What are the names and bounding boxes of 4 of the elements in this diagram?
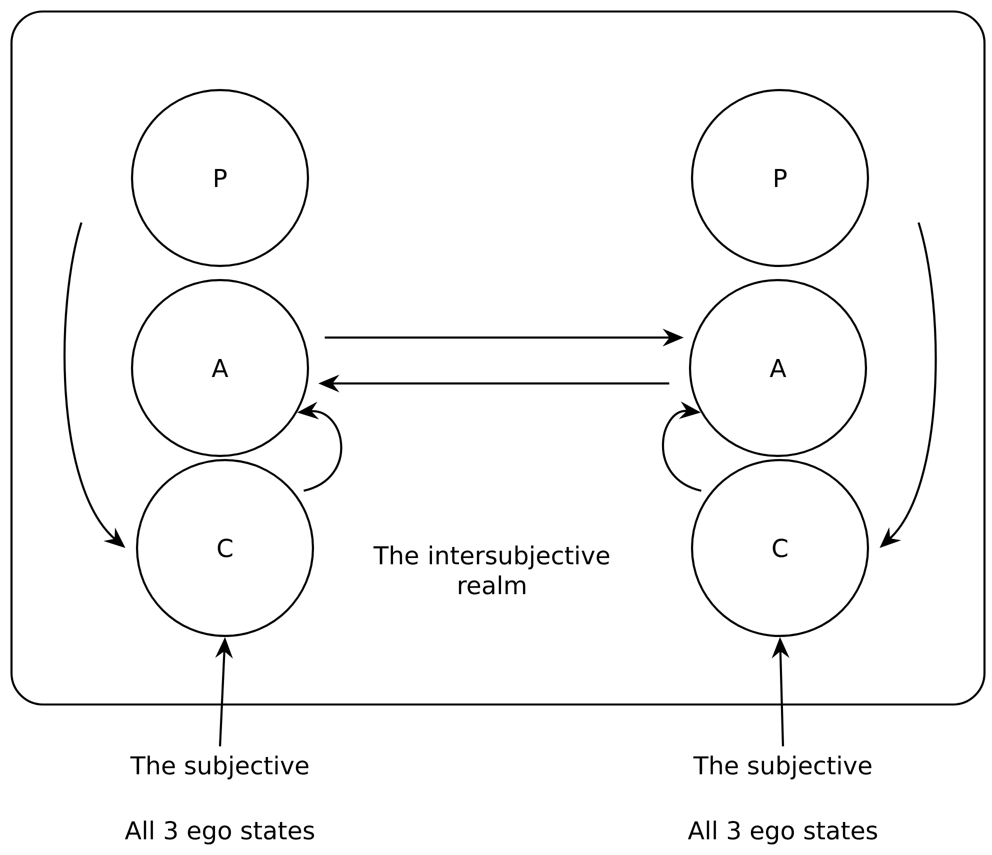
realm-label: The intersubjective realm	[373, 546, 610, 594]
arrow	[662, 401, 702, 492]
caption-text: The subjective All 3 ego states	[124, 756, 314, 844]
caption-text: The subjective All 3 ego states	[688, 756, 878, 844]
